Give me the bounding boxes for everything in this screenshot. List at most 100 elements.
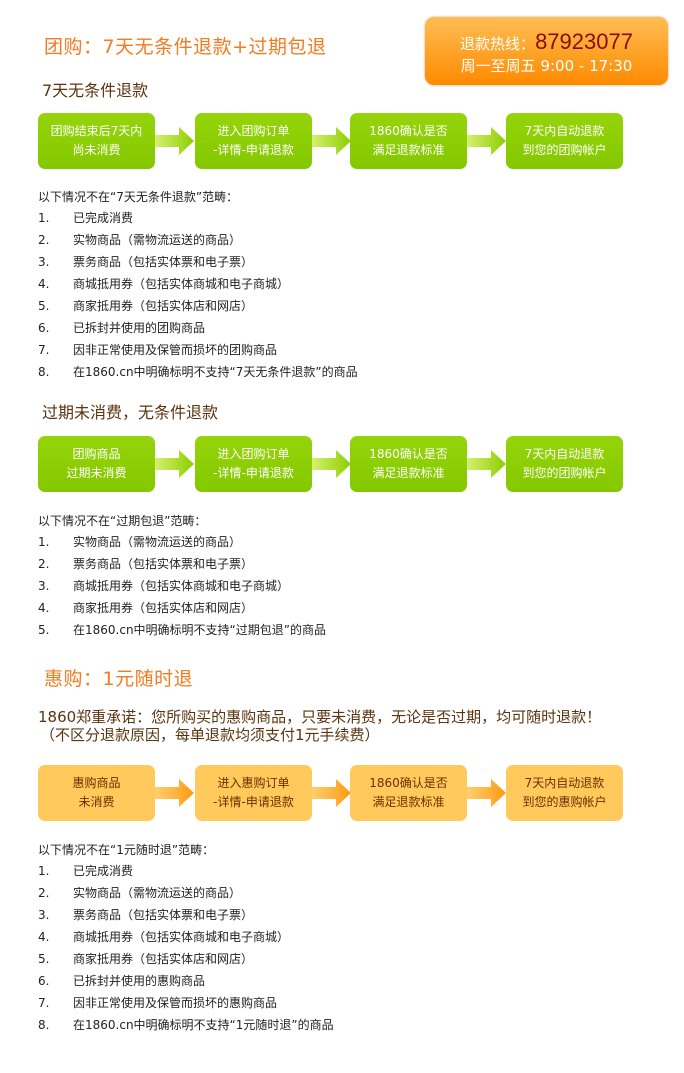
list-item-text: 已拆封并使用的团购商品: [73, 321, 206, 335]
hui-flow: 惠购商品 未消费 进入惠购订单 -详情-申请退款 1860确认是否 满足退款标准 7天…: [38, 765, 638, 821]
flow-step-text: 进入团购订单 -详情-申请退款: [213, 124, 294, 157]
flow-step: 团购结束后7天内 尚未消费: [38, 113, 155, 169]
list-item: 1. 已完成消费: [38, 860, 334, 882]
list-item-number: 5.: [38, 299, 50, 313]
flow-step: 1860确认是否 满足退款标准: [350, 765, 467, 821]
flow-step: 1860确认是否 满足退款标准: [350, 113, 467, 169]
list-item: 6. 已拆封并使用的惠购商品: [38, 970, 334, 992]
section1-heading: 7天无条件退款: [42, 81, 149, 100]
section2-flow: 团购商品 过期未消费 进入团购订单 -详情-申请退款 1860确认是否 满足退款标准…: [38, 436, 638, 492]
list-item-number: 2.: [38, 233, 50, 247]
hotline-number: 87923077: [535, 29, 633, 54]
list-item-text: 已完成消费: [73, 864, 134, 878]
flow-step: 7天内自动退款 到您的团购帐户: [506, 436, 623, 492]
list-item-text: 在1860.cn中明确标明不支持“过期包退”的商品: [73, 623, 326, 637]
flow-step-text: 进入惠购订单 -详情-申请退款: [213, 776, 294, 809]
list-item-number: 4.: [38, 277, 50, 291]
list-item-text: 实物商品（需物流运送的商品）: [73, 886, 242, 900]
flow-step: 1860确认是否 满足退款标准: [350, 436, 467, 492]
list-item: 2.票务商品（包括实体票和电子票）: [38, 553, 326, 575]
list-item-number: 6.: [38, 321, 50, 335]
arrow-right-icon: [312, 127, 351, 155]
list-item-number: 2.: [38, 886, 50, 900]
flow-step-text: 1860确认是否 满足退款标准: [369, 447, 448, 480]
list-item: 6. 已拆封并使用的团购商品: [38, 317, 358, 339]
list-item-text: 已完成消费: [73, 211, 134, 225]
flow-step: 团购商品 过期未消费: [38, 436, 155, 492]
hotline-banner: 退款热线：87923077 周一至周五 9:00 - 17:30: [425, 17, 668, 85]
list-item: 7. 因非正常使用及保管而损坏的惠购商品: [38, 992, 334, 1014]
list-item: 4.商家抵用券（包括实体店和网店）: [38, 597, 326, 619]
list-item-number: 7.: [38, 996, 50, 1010]
list-item-number: 8.: [38, 365, 50, 379]
arrow-right-icon: [155, 127, 194, 155]
list-item-text: 商城抵用券（包括实体商城和电子商城）: [73, 930, 290, 944]
list-item-text: 在1860.cn中明确标明不支持“1元随时退”的商品: [73, 1018, 334, 1032]
flow-step: 进入惠购订单 -详情-申请退款: [195, 765, 312, 821]
list-item-number: 3.: [38, 255, 50, 269]
hui-promise-note: （不区分退款原因，每单退款均须支付1元手续费）: [40, 726, 380, 744]
list-item-text: 在1860.cn中明确标明不支持“7天无条件退款”的商品: [73, 365, 358, 379]
list-item-number: 5.: [38, 952, 50, 966]
list-item: 3. 票务商品（包括实体票和电子票）: [38, 251, 358, 273]
list-item-text: 票务商品（包括实体票和电子票）: [73, 255, 254, 269]
hui-exclusions: 1. 已完成消费 2. 实物商品（需物流运送的商品） 3. 票务商品（包括实体票和电子票）…: [38, 860, 334, 1036]
list-item-text: 因非正常使用及保管而损坏的团购商品: [73, 343, 278, 357]
list-item-number: 5.: [38, 623, 50, 637]
section2-intro: 以下情况不在“过期包退”范畴：: [38, 514, 207, 528]
arrow-right-icon: [467, 779, 506, 807]
list-item: 8. 在1860.cn中明确标明不支持“7天无条件退款”的商品: [38, 361, 358, 383]
list-item-text: 票务商品（包括实体票和电子票）: [73, 908, 254, 922]
flow-step-text: 团购结束后7天内 尚未消费: [50, 124, 143, 157]
list-item: 2. 实物商品（需物流运送的商品）: [38, 882, 334, 904]
flow-step-text: 1860确认是否 满足退款标准: [369, 124, 448, 157]
list-item-text: 实物商品（需物流运送的商品）: [73, 233, 242, 247]
list-item: 5. 商家抵用券（包括实体店和网店）: [38, 295, 358, 317]
flow-step-text: 7天内自动退款 到您的团购帐户: [522, 447, 607, 480]
list-item-number: 6.: [38, 974, 50, 988]
list-item-text: 因非正常使用及保管而损坏的惠购商品: [73, 996, 278, 1010]
hui-promise: 1860郑重承诺：您所购买的惠购商品，只要未消费，无论是否过期，均可随时退款！: [38, 708, 602, 726]
flow-step: 进入团购订单 -详情-申请退款: [195, 436, 312, 492]
list-item: 5. 在1860.cn中明确标明不支持“过期包退”的商品: [38, 619, 326, 641]
list-item-number: 4.: [38, 930, 50, 944]
flow-step: 惠购商品 未消费: [38, 765, 155, 821]
list-item: 8. 在1860.cn中明确标明不支持“1元随时退”的商品: [38, 1014, 334, 1036]
list-item-number: 3.: [38, 579, 50, 593]
list-item-number: 3.: [38, 908, 50, 922]
hotline-hours: 周一至周五 9:00 - 17:30: [460, 57, 633, 75]
flow-step-text: 进入团购订单 -详情-申请退款: [213, 447, 294, 480]
list-item: 1. 已完成消费: [38, 207, 358, 229]
list-item: 3. 商城抵用券（包括实体商城和电子商城）: [38, 575, 326, 597]
list-item: 7. 因非正常使用及保管而损坏的团购商品: [38, 339, 358, 361]
list-item-text: 商城抵用券（包括实体商城和电子商城）: [73, 579, 290, 593]
section1-intro: 以下情况不在“7天无条件退款”范畴：: [38, 190, 239, 204]
list-item-text: 商家抵用券（包括实体店和网店）: [73, 601, 254, 615]
arrow-right-icon: [155, 450, 194, 478]
list-item-number: 7.: [38, 343, 50, 357]
list-item-text: 已拆封并使用的惠购商品: [73, 974, 206, 988]
list-item-number: 1.: [38, 864, 50, 878]
list-item: 2. 实物商品（需物流运送的商品）: [38, 229, 358, 251]
list-item-number: 2.: [38, 557, 50, 571]
list-item-text: 商城抵用券（包括实体商城和电子商城）: [73, 277, 290, 291]
list-item: 5. 商家抵用券（包括实体店和网店）: [38, 948, 334, 970]
list-item: 4. 商城抵用券（包括实体商城和电子商城）: [38, 273, 358, 295]
arrow-right-icon: [312, 779, 351, 807]
arrow-right-icon: [467, 127, 506, 155]
list-item-number: 8.: [38, 1018, 50, 1032]
hotline-label: 退款热线：: [460, 35, 536, 53]
list-item: 3. 票务商品（包括实体票和电子票）: [38, 904, 334, 926]
arrow-right-icon: [312, 450, 351, 478]
section2-exclusions: 1.实物商品（需物流运送的商品）2.票务商品（包括实体票和电子票）3.商城抵用券…: [38, 531, 326, 641]
flow-step-text: 7天内自动退款 到您的惠购帐户: [522, 776, 607, 809]
flow-step-text: 惠购商品 未消费: [72, 776, 121, 809]
list-item-text: 商家抵用券（包括实体店和网店）: [73, 952, 254, 966]
list-item-number: 1.: [38, 211, 50, 225]
list-item-text: 商家抵用券（包括实体店和网店）: [73, 299, 254, 313]
hui-intro: 以下情况不在“1元随时退”范畴：: [38, 843, 215, 857]
arrow-right-icon: [467, 450, 506, 478]
group-title: 团购：7天无条件退款+过期包退: [44, 36, 327, 58]
section1-flow: 团购结束后7天内 尚未消费 进入团购订单 -详情-申请退款 1860确认是否 满足退…: [38, 113, 638, 169]
arrow-right-icon: [155, 779, 194, 807]
